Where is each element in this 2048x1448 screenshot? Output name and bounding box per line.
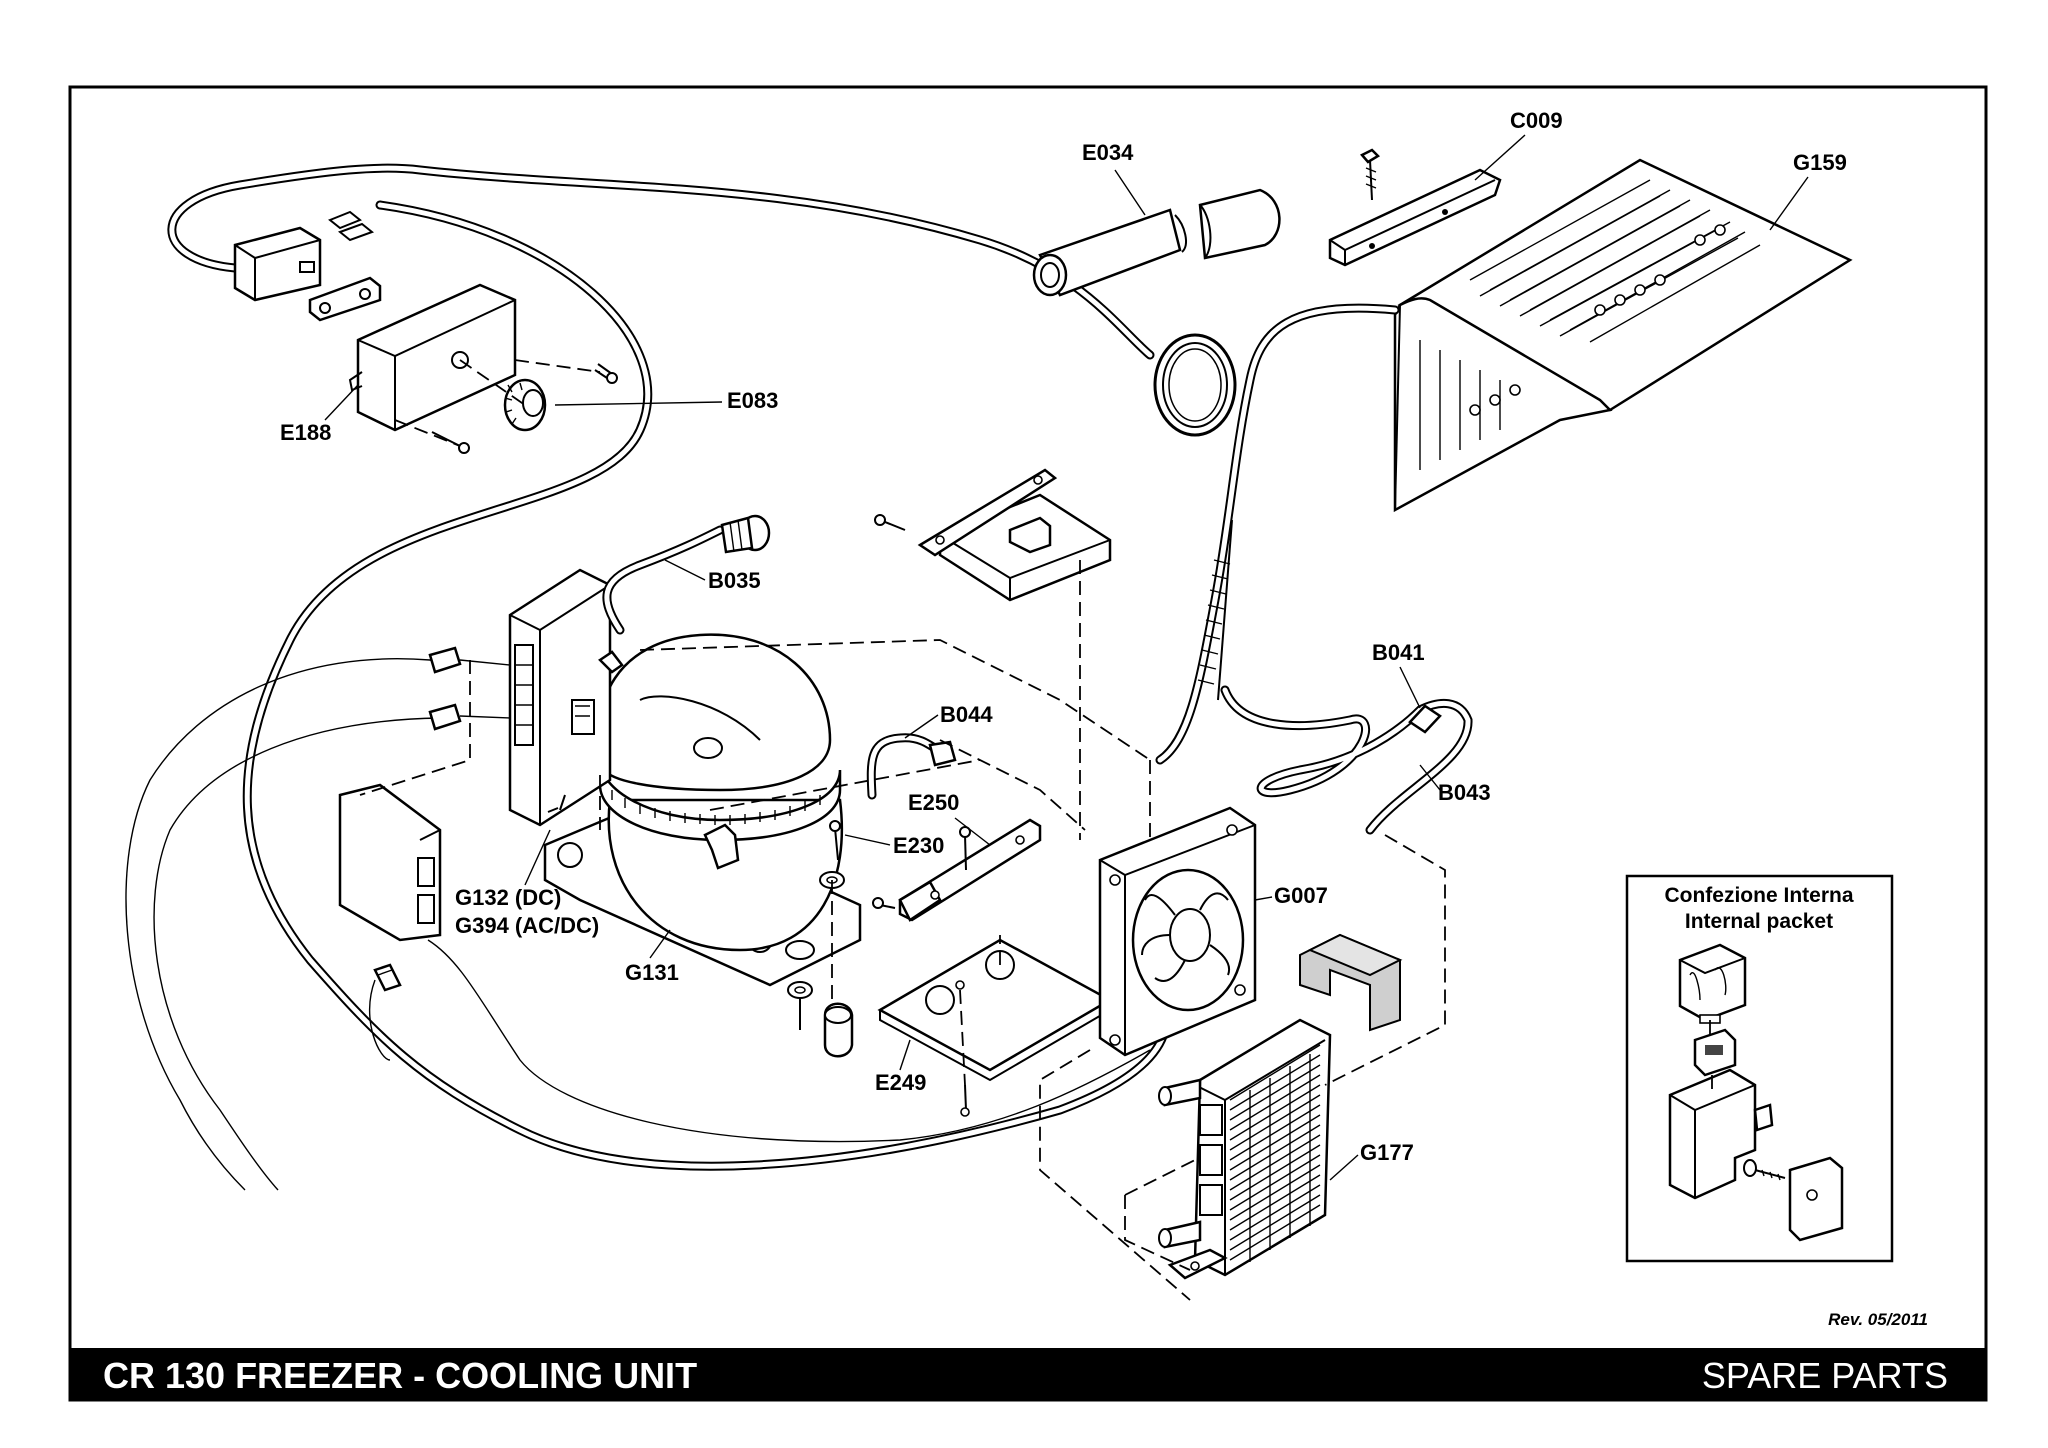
- base-plate-e249: [877, 935, 1113, 1117]
- label-b035: B035: [708, 568, 761, 593]
- packet-title-it: Confezione Interna: [1664, 884, 1853, 907]
- label-e083: E083: [727, 388, 778, 413]
- label-g131: G131: [625, 960, 679, 985]
- capillary-coil: [1153, 333, 1237, 437]
- footer-bar: [70, 1348, 1986, 1400]
- suction-tube: [1155, 303, 1473, 835]
- label-e230: E230: [893, 833, 944, 858]
- evaporator-plate: [1393, 158, 1853, 513]
- condenser: [1158, 1018, 1332, 1280]
- fan: [1098, 806, 1257, 1057]
- plug: [373, 963, 402, 992]
- revision-note: Rev. 05/2011: [1828, 1310, 1928, 1329]
- label-g394: G394 (AC/DC): [455, 913, 599, 938]
- label-c009: C009: [1510, 108, 1563, 133]
- label-b043: B043: [1438, 780, 1491, 805]
- discharge-tube-b044: [866, 733, 957, 800]
- packet-title-en: Internal packet: [1685, 910, 1833, 933]
- electronic-control-unit: [428, 568, 624, 827]
- cover-plate: [338, 783, 442, 942]
- sheet-section: SPARE PARTS: [1702, 1355, 1948, 1396]
- label-e250: E250: [908, 790, 959, 815]
- alignment-guides-right: [709, 739, 1446, 1301]
- foam-block: [1299, 933, 1403, 1032]
- label-e249: E249: [875, 1070, 926, 1095]
- label-g007: G007: [1274, 883, 1328, 908]
- label-b044: B044: [940, 702, 993, 727]
- sheet-title: CR 130 FREEZER - COOLING UNIT: [103, 1355, 697, 1396]
- internal-packet: Confezione Interna Internal packet: [1625, 874, 1894, 1263]
- thermostat-group: [233, 210, 618, 454]
- rubber-grommets: [785, 871, 854, 1058]
- label-b041: B041: [1372, 640, 1425, 665]
- label-e034: E034: [1082, 140, 1134, 165]
- label-e188: E188: [280, 420, 331, 445]
- process-tube-b035: [602, 514, 771, 635]
- part-labels: C009 E034 G159 E083 E188 B035 B041 B043 …: [280, 108, 1847, 1181]
- internal-packet-frame: [1625, 874, 1894, 1263]
- insulation-tube: [1032, 188, 1281, 297]
- top-bracket: [874, 468, 1112, 840]
- label-g132: G132 (DC): [455, 885, 561, 910]
- label-g159: G159: [1793, 150, 1847, 175]
- compressor: [543, 633, 862, 987]
- bracket-c009: [1328, 148, 1502, 267]
- alignment-guides-left: [359, 639, 1151, 830]
- bracket-e250: [829, 818, 1042, 922]
- wiring-harness: [125, 163, 1170, 1191]
- label-g177: G177: [1360, 1140, 1414, 1165]
